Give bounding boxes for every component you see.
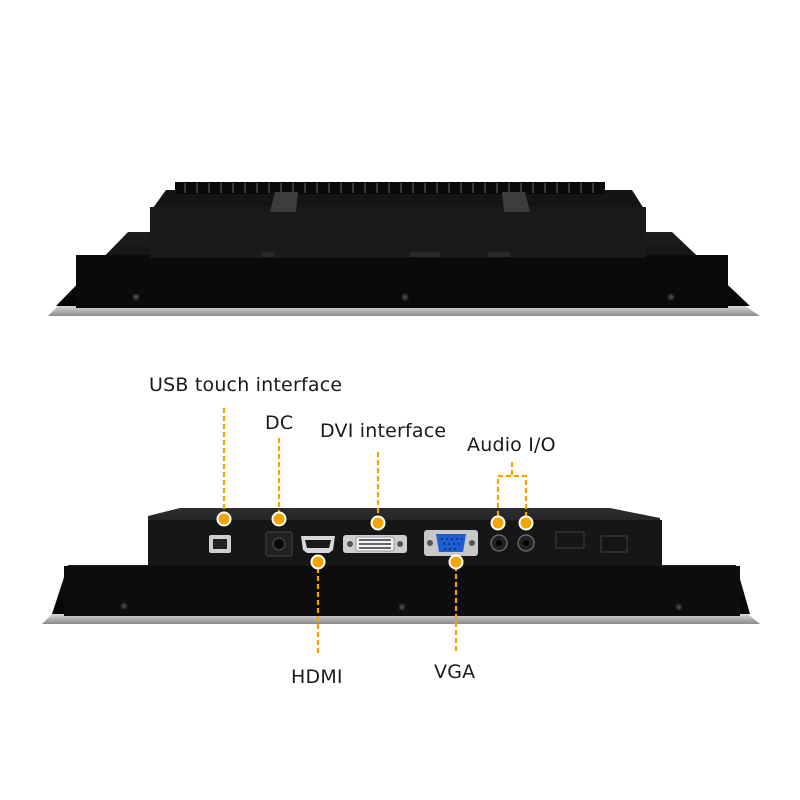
hdmi-callout-dot <box>310 554 326 570</box>
dc-callout-dot <box>271 511 287 527</box>
dc-label: DC <box>265 412 294 434</box>
callouts <box>222 408 528 656</box>
usb-callout-dot <box>216 511 232 527</box>
hdmi-port <box>301 536 335 553</box>
bottom-view-monitor <box>42 508 760 624</box>
callout-dots <box>216 511 534 570</box>
top-screw-center <box>401 293 409 301</box>
dvi-port <box>343 535 407 553</box>
dc-jack <box>265 531 293 557</box>
audio-callout-dot-1 <box>490 515 506 531</box>
audio-jack-2 <box>517 534 535 552</box>
vga-callout-dot <box>448 554 464 570</box>
bottom-screw-left <box>120 602 128 610</box>
bottom-screw-center <box>398 603 406 611</box>
audio-io-label: Audio I/O <box>467 434 556 456</box>
top-view-monitor <box>48 182 760 316</box>
vga-label: VGA <box>434 661 476 683</box>
audio-jack-1 <box>490 534 508 552</box>
vga-port <box>424 530 478 556</box>
dvi-callout-dot <box>370 515 386 531</box>
top-heatsink-fins <box>175 182 605 212</box>
unlabeled-port-outline <box>555 531 628 553</box>
bottom-panel-lip <box>42 614 760 624</box>
top-panel-lip <box>48 306 760 316</box>
top-screw-right <box>667 293 675 301</box>
bottom-screw-right <box>675 603 683 611</box>
usb-touch-interface-label: USB touch interface <box>149 374 343 396</box>
usb-b-port <box>209 535 231 553</box>
top-screw-left <box>132 293 140 301</box>
audio-callout-dot-2 <box>518 515 534 531</box>
dvi-interface-label: DVI interface <box>320 420 447 442</box>
audio-callout-bracket <box>496 474 528 516</box>
hdmi-label: HDMI <box>291 666 343 688</box>
